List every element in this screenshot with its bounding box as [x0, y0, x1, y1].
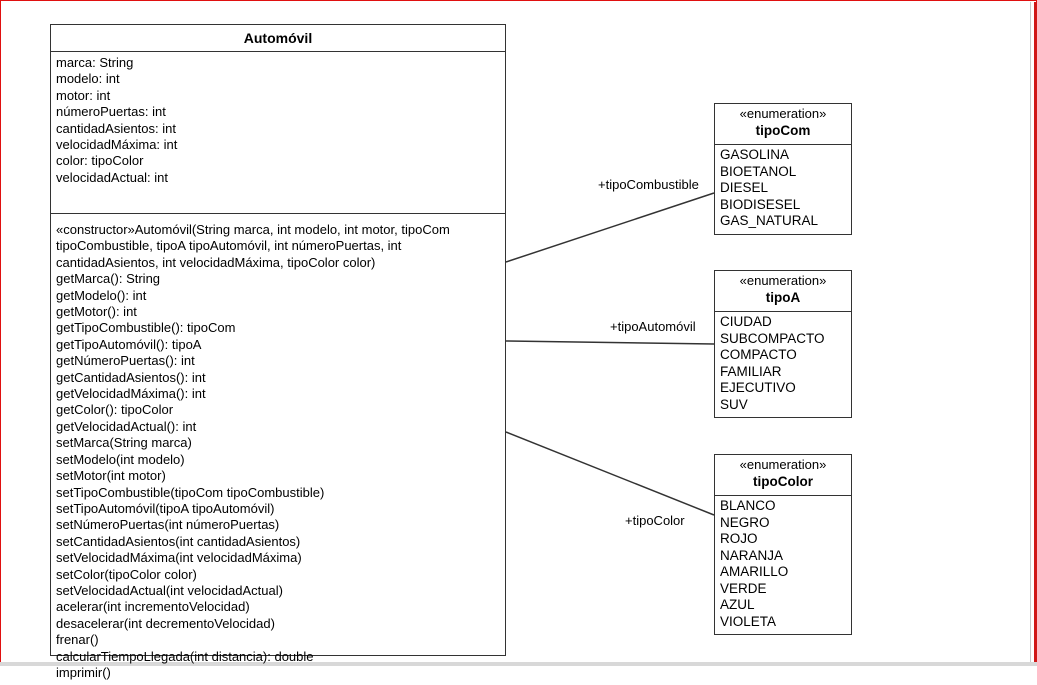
method: getTipoCombustible(): tipoCom	[56, 320, 236, 336]
association-line-tipo-combustible[interactable]	[505, 192, 715, 263]
association-label-tipo-combustible: +tipoCombustible	[598, 177, 699, 192]
enum-literal: SUV	[720, 396, 748, 412]
enum-name: tipoCom	[755, 123, 811, 138]
method: calcularTiempoLlegada(int distancia): do…	[56, 648, 314, 664]
enum-stereotype: «enumeration»	[739, 457, 827, 472]
method: getMarca(): String	[56, 271, 161, 287]
enum-tipo-com[interactable]: «enumeration» tipoCom GASOLINA BIOETANOL…	[714, 103, 852, 235]
enum-tipo-com-values: GASOLINA BIOETANOL DIESEL BIODISESEL GAS…	[715, 145, 851, 230]
enum-literal: DIESEL	[720, 180, 769, 195]
method: getTipoAutomóvil(): tipoA	[56, 336, 202, 352]
method: getVelocidadActual(): int	[56, 418, 197, 434]
enum-tipo-com-header: «enumeration» tipoCom	[715, 104, 851, 145]
enum-literal: AZUL	[720, 597, 755, 612]
method: setTipoAutomóvil(tipoA tipoAutomóvil)	[56, 500, 275, 516]
enum-tipo-color-values: BLANCO NEGRO ROJO NARANJA AMARILLO VERDE…	[715, 496, 851, 630]
enum-stereotype: «enumeration»	[739, 273, 827, 288]
method: cantidadAsientos, int velocidadMáxima, t…	[56, 254, 376, 270]
attribute: cantidadAsientos: int	[56, 120, 176, 136]
method: desacelerar(int decrementoVelocidad)	[56, 615, 275, 631]
method: getNúmeroPuertas(): int	[56, 353, 195, 369]
attribute: modelo: int	[56, 71, 120, 87]
enum-tipo-a[interactable]: «enumeration» tipoA CIUDAD SUBCOMPACTO C…	[714, 270, 852, 418]
enum-literal: BLANCO	[720, 498, 776, 513]
method: setCantidadAsientos(int cantidadAsientos…	[56, 533, 301, 549]
association-label-tipo-color: +tipoColor	[625, 513, 685, 528]
enum-literal: SUBCOMPACTO	[720, 330, 825, 346]
enum-literal: FAMILIAR	[720, 363, 782, 379]
attribute: númeroPuertas: int	[56, 104, 166, 120]
method: getColor(): tipoColor	[56, 402, 174, 418]
enum-literal: ROJO	[720, 531, 758, 546]
enum-literal: BIOETANOL	[720, 163, 797, 179]
method: setColor(tipoColor color)	[56, 566, 197, 582]
enum-tipo-color[interactable]: «enumeration» tipoColor BLANCO NEGRO ROJ…	[714, 454, 852, 635]
enum-tipo-a-header: «enumeration» tipoA	[715, 271, 851, 312]
window-edge	[1030, 2, 1037, 666]
class-automovil-methods: «constructor»Automóvil(String marca, int…	[51, 214, 505, 685]
window-edge-bar	[1034, 2, 1037, 666]
enum-literal: CIUDAD	[720, 314, 772, 329]
method: acelerar(int incrementoVelocidad)	[56, 599, 250, 615]
enum-literal: BIODISESEL	[720, 196, 801, 212]
attribute: color: tipoColor	[56, 153, 144, 169]
method: getModelo(): int	[56, 287, 147, 303]
method: getVelocidadMáxima(): int	[56, 386, 206, 402]
enum-name: tipoA	[765, 290, 801, 305]
enum-tipo-a-values: CIUDAD SUBCOMPACTO COMPACTO FAMILIAR EJE…	[715, 312, 851, 413]
attribute: velocidadActual: int	[56, 169, 169, 185]
enum-name: tipoColor	[753, 474, 813, 489]
method: frenar()	[56, 632, 99, 648]
class-automovil-title: Automóvil	[51, 25, 505, 52]
window-bottom-edge	[0, 662, 1037, 666]
association-line-tipo-automovil[interactable]	[505, 340, 715, 345]
enum-literal: NEGRO	[720, 514, 770, 530]
method: tipoCombustible, tipoA tipoAutomóvil, in…	[56, 238, 402, 254]
enum-stereotype: «enumeration»	[739, 106, 827, 121]
attribute: motor: int	[56, 87, 111, 103]
method: setMarca(String marca)	[56, 435, 192, 451]
method: setMotor(int motor)	[56, 468, 166, 484]
enum-literal: COMPACTO	[720, 347, 797, 362]
enum-literal: AMARILLO	[720, 564, 789, 579]
attribute: velocidadMáxima: int	[56, 137, 178, 153]
enum-literal: VIOLETA	[720, 613, 777, 629]
enum-literal: NARANJA	[720, 547, 784, 563]
method: setNúmeroPuertas(int númeroPuertas)	[56, 517, 280, 533]
method: imprimir()	[56, 664, 111, 680]
attribute: marca: String	[56, 55, 134, 70]
class-automovil[interactable]: Automóvil marca: String modelo: int moto…	[50, 24, 506, 680]
enum-tipo-color-header: «enumeration» tipoColor	[715, 455, 851, 496]
class-automovil-attributes: marca: String modelo: int motor: int núm…	[51, 52, 505, 214]
method: setTipoCombustible(tipoCom tipoCombustib…	[56, 484, 325, 500]
association-line-tipo-color[interactable]	[505, 431, 715, 516]
enum-literal: GASOLINA	[720, 147, 790, 162]
method: «constructor»Automóvil(String marca, int…	[56, 222, 450, 237]
enum-literal: GAS_NATURAL	[720, 213, 819, 228]
association-lines	[505, 192, 715, 516]
method: getCantidadAsientos(): int	[56, 369, 206, 385]
method: setVelocidadActual(int velocidadActual)	[56, 582, 283, 598]
enum-literal: EJECUTIVO	[720, 380, 796, 395]
association-label-tipo-automovil: +tipoAutomóvil	[610, 319, 696, 334]
method: getMotor(): int	[56, 304, 137, 320]
method: setVelocidadMáxima(int velocidadMáxima)	[56, 550, 302, 566]
enum-literal: VERDE	[720, 580, 767, 596]
method: setModelo(int modelo)	[56, 451, 185, 467]
